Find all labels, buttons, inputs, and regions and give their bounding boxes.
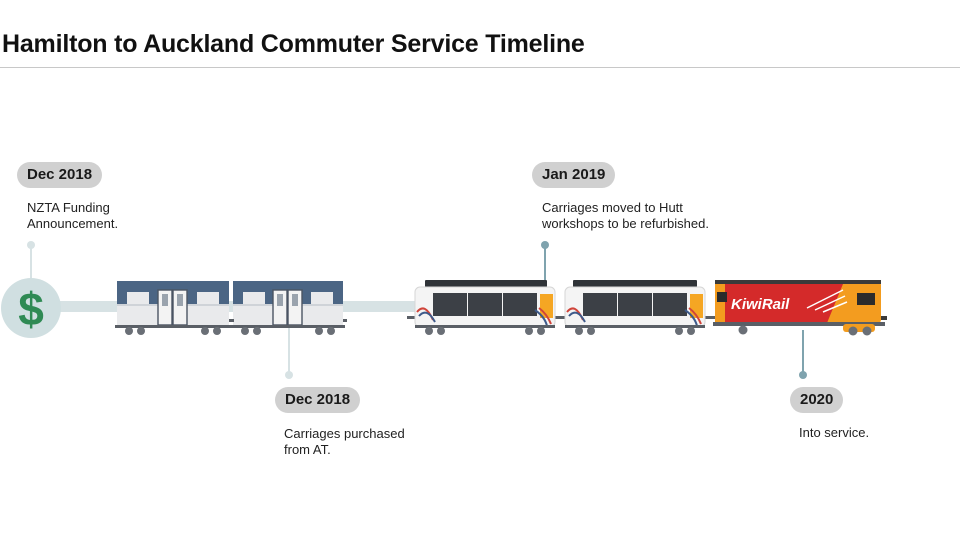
dollar-icon: $ (1, 278, 61, 338)
refurbished-carriage-icon (564, 280, 706, 335)
locomotive-icon: KiwiRail (713, 280, 887, 336)
dollar-symbol: $ (18, 283, 44, 335)
connector-purchase (285, 326, 293, 379)
connector-refurb (541, 241, 549, 283)
milestone-date-refurb: Jan 2019 (532, 162, 616, 188)
kiwirail-logo: KiwiRail (731, 296, 790, 313)
refurbished-carriage-icon (414, 280, 556, 335)
milestone-date-service: 2020 (790, 387, 844, 413)
milestone-text-purchase: Carriages purchased from AT. (284, 426, 405, 457)
milestone-date-purchase: Dec 2018 (275, 387, 361, 413)
at-carriage-icon (115, 281, 231, 335)
connector-service (799, 330, 807, 379)
title-divider (0, 67, 960, 68)
page-title: Hamilton to Auckland Commuter Service Ti… (2, 30, 585, 58)
milestone-text-service: Into service. (799, 425, 870, 440)
timeline-track (30, 301, 430, 312)
at-carriage-icon (231, 281, 345, 335)
milestone-text-funding: NZTA Funding Announcement. (27, 200, 119, 231)
milestone-date-funding: Dec 2018 (17, 162, 103, 188)
milestone-text-refurb: Carriages moved to Hutt workshops to be … (542, 200, 709, 231)
